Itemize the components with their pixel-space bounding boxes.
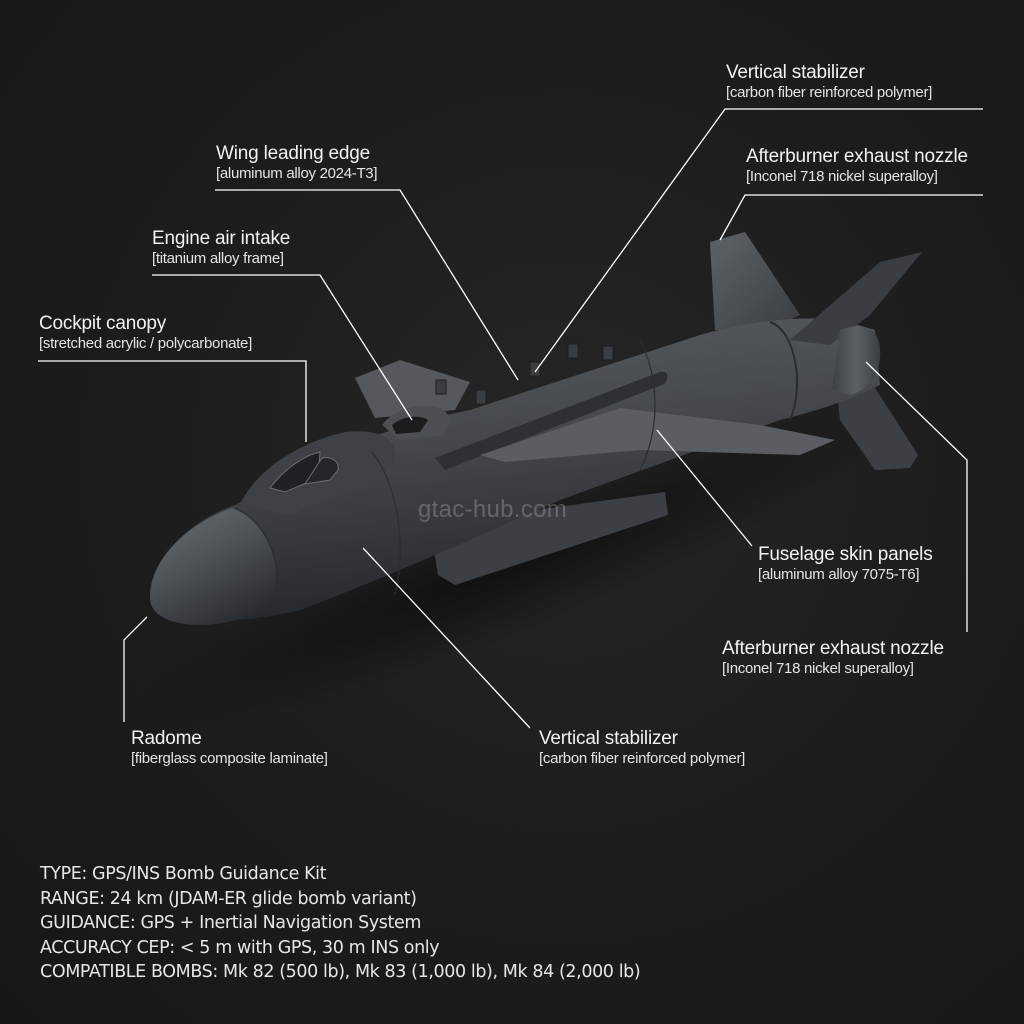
callout-material: [Inconel 718 nickel superalloy] bbox=[722, 660, 914, 677]
callout-material: [aluminum alloy 2024-T3] bbox=[216, 165, 378, 182]
callout-wing-leading-edge: Wing leading edge [aluminum alloy 2024-T… bbox=[216, 143, 378, 183]
rear-lower-fin bbox=[835, 375, 918, 470]
callout-vertical-stabilizer-top: Vertical stabilizer [carbon fiber reinfo… bbox=[726, 62, 932, 102]
callout-afterburner-top: Afterburner exhaust nozzle [Inconel 718 … bbox=[746, 146, 968, 186]
callout-material: [fiberglass composite laminate] bbox=[131, 750, 328, 767]
callout-material: [Inconel 718 nickel superalloy] bbox=[746, 168, 938, 185]
callout-engine-air-intake: Engine air intake [titanium alloy frame] bbox=[152, 228, 290, 268]
callout-title: Cockpit canopy bbox=[39, 313, 167, 334]
callout-title: Engine air intake bbox=[152, 228, 291, 249]
callout-title: Fuselage skin panels bbox=[758, 544, 933, 565]
spec-compatible-bombs: COMPATIBLE BOMBS: Mk 82 (500 lb), Mk 83 … bbox=[40, 962, 641, 982]
callout-cockpit-canopy: Cockpit canopy [stretched acrylic / poly… bbox=[39, 313, 252, 353]
callout-material: [carbon fiber reinforced polymer] bbox=[539, 750, 746, 767]
callout-fuselage-skin-panels: Fuselage skin panels [aluminum alloy 707… bbox=[758, 544, 933, 584]
callout-material: [carbon fiber reinforced polymer] bbox=[726, 84, 933, 101]
spec-accuracy: ACCURACY CEP: < 5 m with GPS, 30 m INS o… bbox=[40, 937, 440, 958]
callout-title: Vertical stabilizer bbox=[726, 62, 865, 83]
callout-title: Afterburner exhaust nozzle bbox=[746, 146, 968, 167]
callout-material: [aluminum alloy 7075-T6] bbox=[758, 566, 920, 583]
callout-title: Vertical stabilizer bbox=[539, 728, 678, 749]
callout-material: [stretched acrylic / polycarbonate] bbox=[39, 335, 252, 352]
rear-vertical-fin bbox=[710, 232, 800, 330]
callout-radome: Radome [fiberglass composite laminate] bbox=[131, 728, 328, 768]
callout-vertical-stabilizer-bottom: Vertical stabilizer [carbon fiber reinfo… bbox=[539, 728, 745, 768]
spec-range: RANGE: 24 km (JDAM-ER glide bomb variant… bbox=[40, 888, 417, 909]
spec-block: TYPE: GPS/INS Bomb Guidance Kit RANGE: 2… bbox=[40, 862, 641, 985]
callout-title: Afterburner exhaust nozzle bbox=[722, 638, 944, 659]
leader-lines bbox=[38, 108, 983, 729]
spec-type: TYPE: GPS/INS Bomb Guidance Kit bbox=[40, 864, 327, 884]
callout-title: Wing leading edge bbox=[216, 143, 370, 164]
watermark: gtac-hub.com bbox=[418, 496, 568, 523]
spec-guidance: GUIDANCE: GPS + Inertial Navigation Syst… bbox=[40, 913, 422, 933]
callout-afterburner-bottom: Afterburner exhaust nozzle [Inconel 718 … bbox=[722, 638, 944, 678]
callout-material: [titanium alloy frame] bbox=[152, 250, 284, 267]
callout-title: Radome bbox=[131, 728, 202, 749]
